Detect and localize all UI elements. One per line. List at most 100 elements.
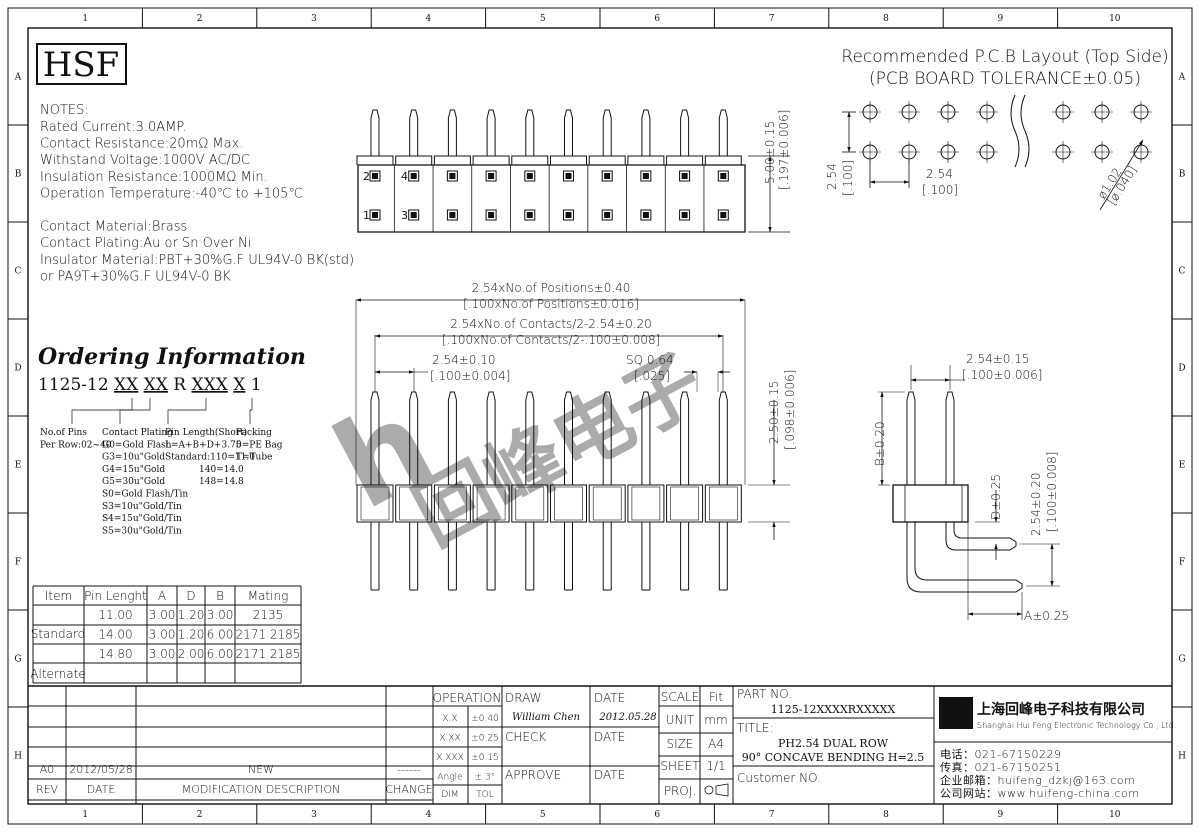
- front-pin-lower: [680, 522, 690, 591]
- size-value: A4: [708, 737, 724, 751]
- top-view: 5.00±0.15 [.197±0.006] 2 4 1 3: [356, 109, 791, 233]
- top-slot: [395, 155, 433, 165]
- pcb-break-symbol: [1010, 94, 1030, 168]
- front-pin-lower: [370, 522, 380, 591]
- code-segment: X: [233, 375, 246, 395]
- company-fax: 传真：021-67150251: [940, 760, 1061, 774]
- grid-col-label: 4: [426, 810, 432, 820]
- code-segment: 1: [245, 375, 261, 395]
- ordering-option: 140=14.0: [199, 465, 244, 475]
- side-row: 2.54±0.20: [1029, 473, 1043, 537]
- code-segment: R: [168, 375, 192, 395]
- sheet-label: SHEET: [660, 759, 700, 773]
- code-segment: XX: [114, 375, 139, 395]
- unit-value: mm: [704, 713, 727, 727]
- top-slot: [627, 155, 665, 165]
- spec-header: Pin Lenght: [84, 589, 147, 603]
- spec-cell: 2171 2185: [236, 628, 301, 642]
- draw-label: DRAW: [505, 691, 542, 705]
- top-pin: [641, 109, 651, 156]
- pin-num-3: 3: [401, 209, 408, 222]
- top-pin-core: [642, 173, 649, 179]
- top-pin-core: [720, 173, 727, 179]
- top-pin-square: [446, 170, 458, 182]
- front-pin-upper: [525, 391, 535, 485]
- front-insulator-inner: [515, 486, 545, 521]
- ordering-option: S4=15u"Gold/Tin: [102, 514, 182, 524]
- front-insulator-cell: [704, 484, 742, 523]
- sheet-value: 1/1: [706, 759, 725, 773]
- grid-row-label: B: [15, 170, 22, 180]
- front-insulator-cell: [395, 484, 433, 523]
- rev-date: 2012/05/28: [69, 763, 132, 776]
- top-pin: [409, 109, 419, 156]
- dim-contacts-in: [.100xNo.of Contacts/2-.100±0.008]: [442, 333, 661, 347]
- tol-label: X.XX: [439, 734, 460, 744]
- top-slot: [704, 155, 742, 165]
- pcb-title: Recommended P.C.B Layout (Top Side): [841, 47, 1168, 67]
- top-pin: [718, 109, 728, 156]
- title-line2: 90° CONCAVE BENDING H=2.5: [742, 751, 924, 764]
- top-pin-core: [604, 173, 611, 179]
- grid-row-label: A: [14, 73, 22, 83]
- spec-cell: 6.00: [207, 628, 234, 642]
- grid-row-label: D: [14, 364, 21, 374]
- front-insulator-cell: [433, 484, 471, 523]
- ordering-option: T=Tube: [236, 453, 272, 463]
- spec-header: A: [158, 589, 166, 603]
- grid-col-label: 2: [197, 14, 203, 24]
- top-pin-square: [601, 209, 613, 221]
- top-pin: [447, 109, 457, 156]
- front-pin-lower: [447, 522, 457, 591]
- top-pin: [680, 109, 690, 156]
- top-pin-square: [563, 209, 574, 221]
- company-logo-mark: h: [947, 700, 966, 730]
- front-pin-upper: [447, 391, 457, 485]
- front-pin-upper: [486, 391, 496, 485]
- rev-desc: NEW: [248, 763, 274, 776]
- ordering-option: Packing: [236, 428, 272, 438]
- projection-symbol: [704, 785, 714, 795]
- top-pin-core: [449, 212, 456, 218]
- code-segment: 1125-12: [38, 375, 114, 395]
- grid-row-label: F: [1179, 558, 1185, 568]
- grid-col-label: 6: [654, 14, 660, 24]
- check-label: CHECK: [505, 730, 546, 744]
- front-insulator-inner: [360, 486, 390, 521]
- top-pin-square: [408, 170, 420, 182]
- notes-block: NOTES:Rated Current:3.0AMP.Contact Resis…: [40, 103, 354, 284]
- spec-header: B: [216, 589, 224, 603]
- dim-sq: SQ 0.64: [626, 353, 674, 367]
- side-pitch-in: [.100±0.006]: [962, 368, 1043, 382]
- pcb-dim-v-in: [.100]: [841, 160, 855, 196]
- front-pin-lower: [564, 522, 573, 591]
- logo-box: [36, 43, 127, 85]
- top-pin-square: [369, 170, 381, 182]
- note-line: Contact Resistance:20mΩ Max.: [40, 137, 243, 152]
- front-insulator-cell: [627, 484, 665, 523]
- dim-overall: 2.54xNo.of Positions±0.40: [472, 281, 631, 295]
- partno-value: 1125-12XXXXRXXXXX: [771, 703, 896, 716]
- note-line: Insulation Resistance:1000MΩ Min.: [40, 170, 268, 185]
- pin-num-4: 4: [401, 170, 408, 183]
- spec-cell: 14.80: [98, 647, 132, 661]
- side-pin-bent-short: [945, 522, 1017, 551]
- top-pin-square: [679, 170, 691, 182]
- top-pin-square: [524, 170, 536, 182]
- top-pin: [602, 109, 612, 156]
- pcb-dim-h: 2.54: [926, 167, 953, 181]
- spec-cell: 3.00: [149, 647, 176, 661]
- top-slot: [472, 155, 510, 165]
- top-pin-square: [563, 170, 574, 182]
- grid-row-label: H: [14, 752, 22, 762]
- side-a: A±0.25: [1024, 609, 1069, 623]
- grid-col-label: 7: [769, 810, 775, 820]
- grid-row-label: E: [1179, 461, 1186, 471]
- top-pin-core: [410, 173, 417, 179]
- top-pin-core: [372, 173, 378, 179]
- proj-label: PROJ.: [664, 784, 696, 798]
- pin-num-2: 2: [363, 170, 370, 183]
